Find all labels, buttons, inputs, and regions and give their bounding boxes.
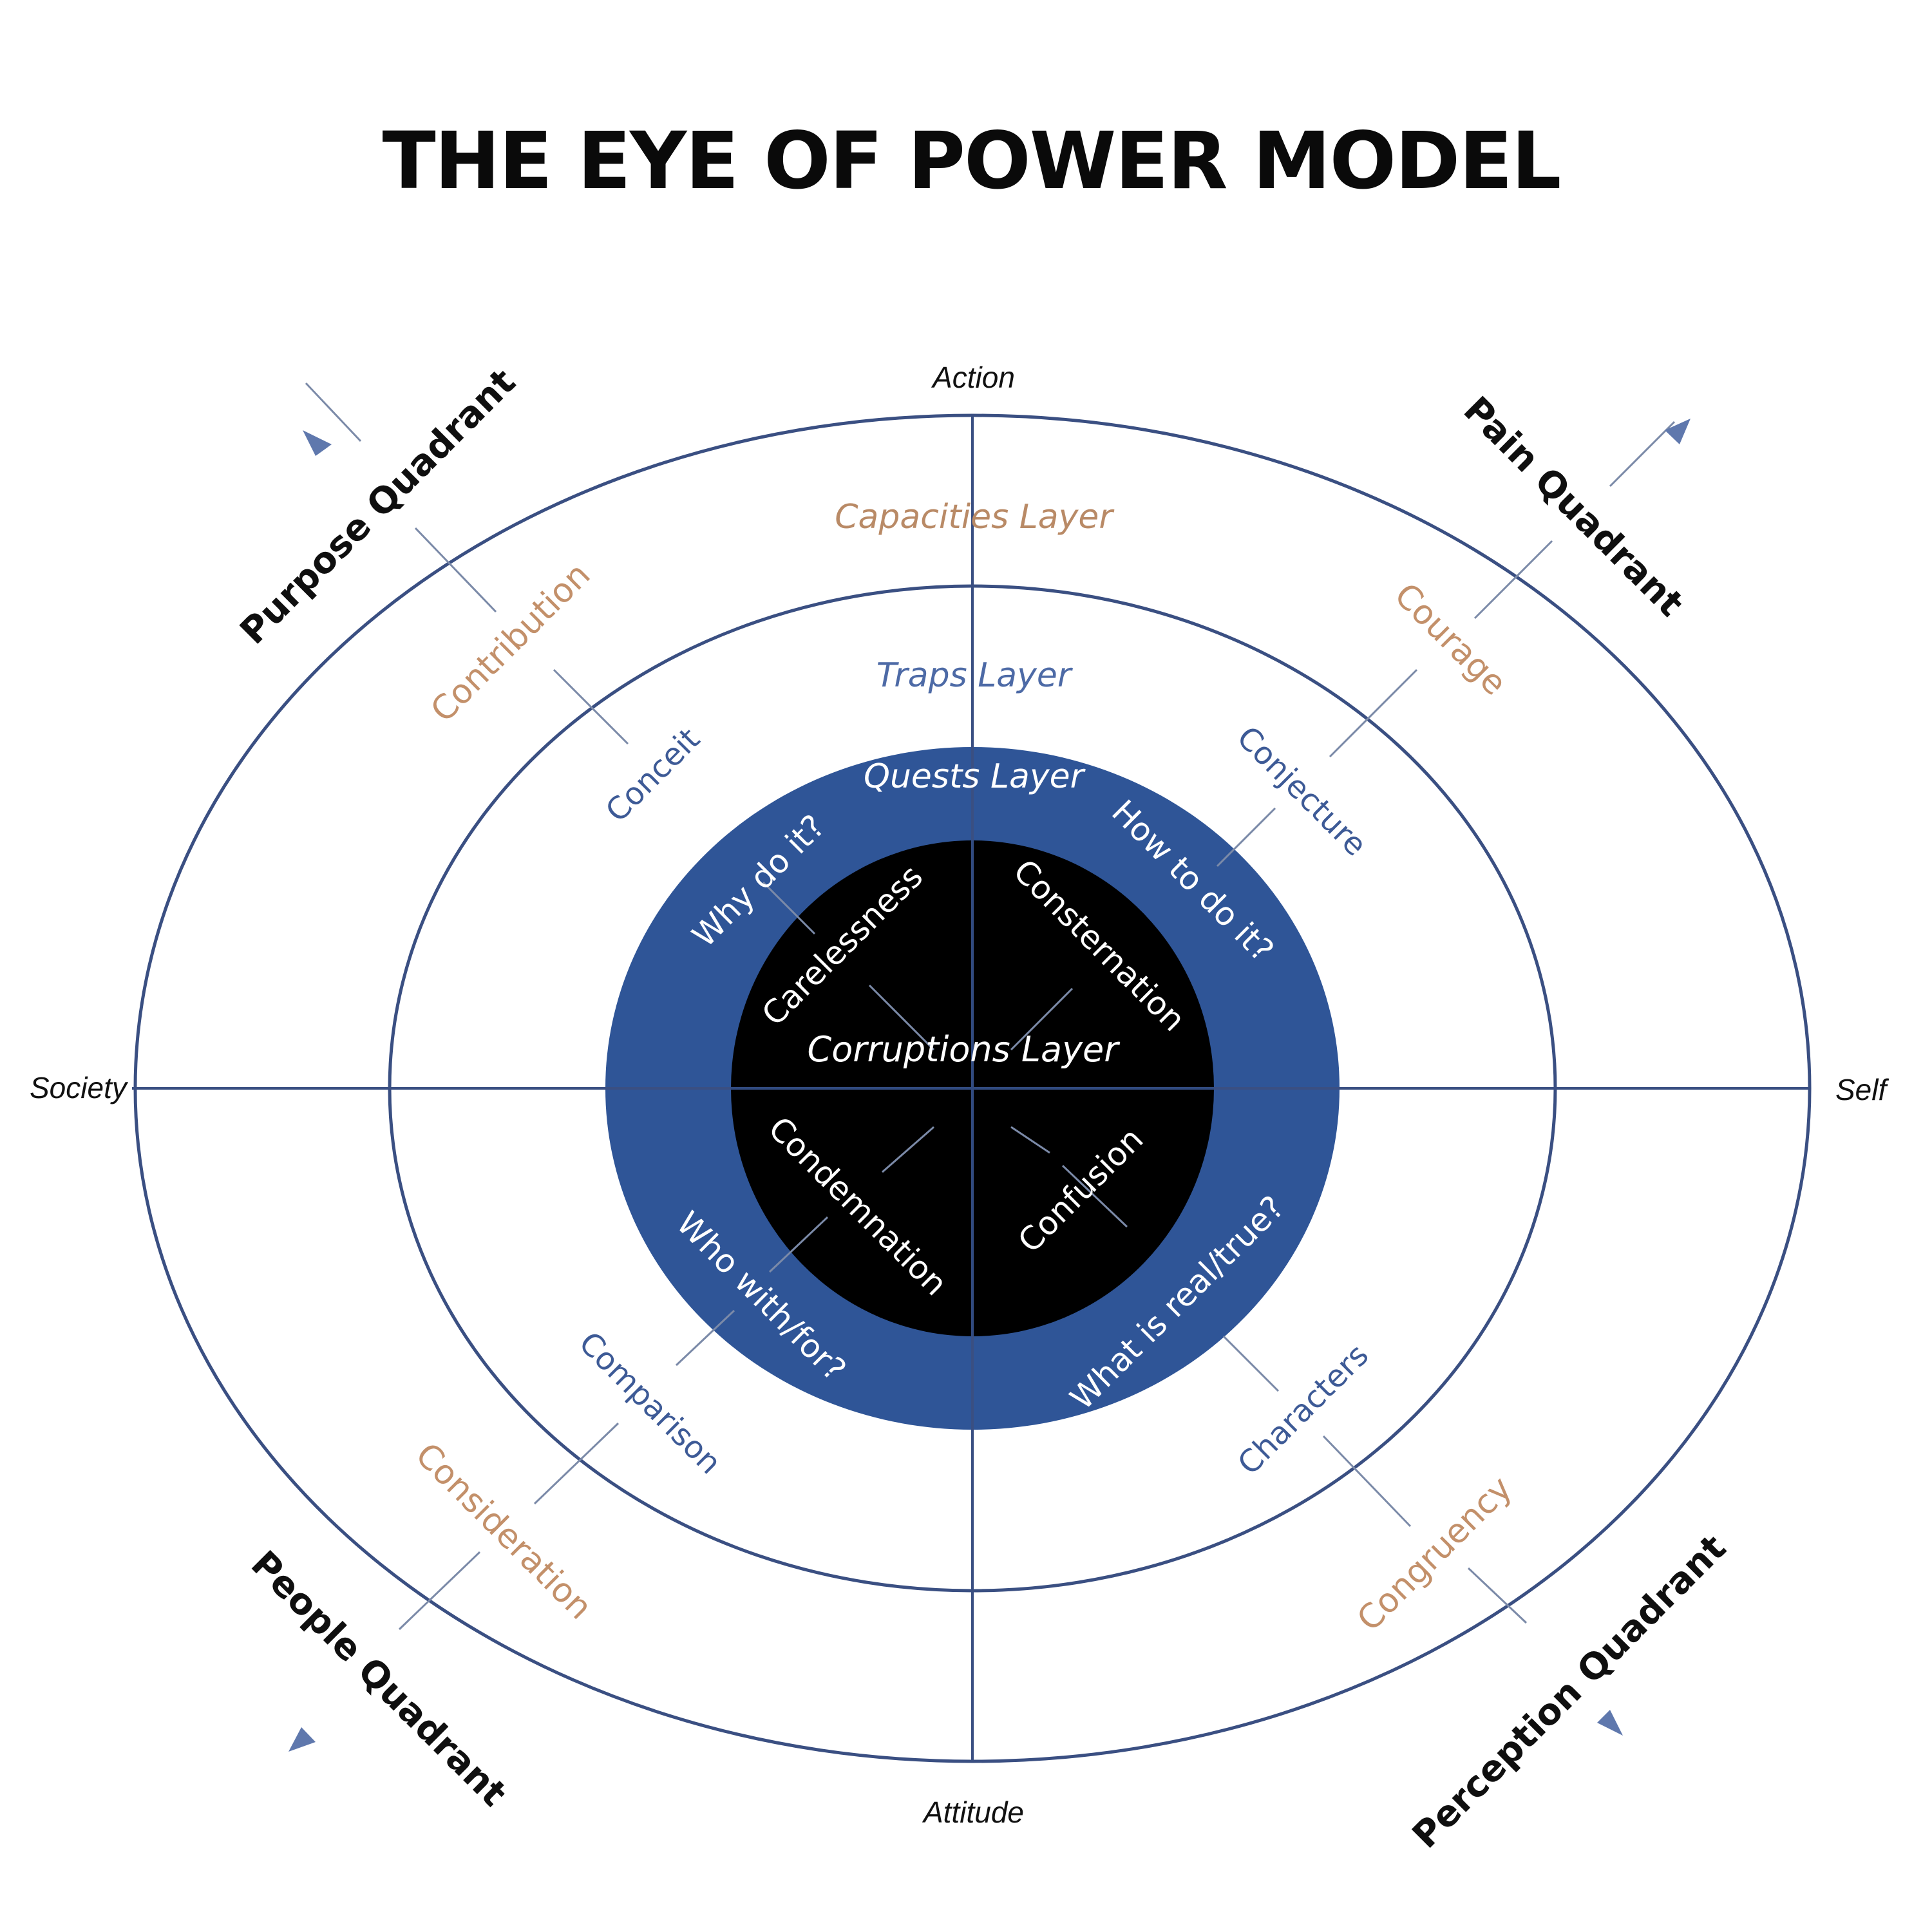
layer-title-capacities: Capacities Layer [835, 498, 1115, 536]
diag-bl-2 [533, 1422, 620, 1505]
diag-bl-3 [675, 1309, 735, 1367]
diag-bl-4 [768, 1216, 829, 1273]
diag-tr-2 [1473, 540, 1553, 620]
diagonal-connectors [305, 382, 1676, 1631]
arrow-up-left-icon [303, 430, 332, 456]
capacity-consideration: Consideration [408, 1435, 599, 1627]
diag-tr-1 [1609, 421, 1676, 488]
trap-conjecture: Conjecture [1230, 719, 1374, 863]
axis-label-attitude: Attitude [922, 1795, 1024, 1829]
trap-comparison: Comparison [572, 1325, 728, 1481]
diagonal-arrowheads [289, 419, 1690, 1752]
layer-title-quests: Quests Layer [864, 757, 1086, 796]
capacity-contribution: Contribution [424, 556, 598, 730]
diag-tl-1 [305, 382, 362, 442]
axis-label-society: Society [30, 1071, 129, 1104]
diag-tr-5 [1010, 987, 1074, 1051]
axis-label-self: Self [1835, 1073, 1889, 1106]
layer-title-corruptions: Corruptions Layer [808, 1029, 1121, 1070]
layer-title-traps: Traps Layer [876, 656, 1074, 695]
diag-tr-3 [1329, 668, 1418, 758]
diag-tl-2 [414, 527, 497, 613]
trap-conceit: Conceit [599, 721, 707, 829]
diag-tl-5 [868, 984, 935, 1051]
diag-tr-4 [1216, 807, 1276, 867]
arrow-up-right-icon [1665, 419, 1690, 444]
quadrant-label-people: People Quadrant [243, 1543, 515, 1815]
diag-br-5 [1010, 1126, 1050, 1154]
trap-characters: Characters [1231, 1337, 1376, 1482]
diag-bl-1 [398, 1551, 481, 1631]
diag-bl-5 [882, 1126, 934, 1173]
diag-br-3 [1222, 1335, 1280, 1392]
quadrant-label-perception: Perception Quadrant [1405, 1527, 1734, 1857]
diag-tl-3 [553, 668, 629, 745]
capacity-courage: Courage [1387, 576, 1514, 703]
arrow-down-right-icon [1597, 1710, 1623, 1736]
arrow-down-left-icon [289, 1727, 316, 1752]
diag-tl-4 [762, 881, 816, 935]
diag-br-1 [1467, 1567, 1528, 1624]
diag-br-4 [1061, 1164, 1128, 1228]
diag-br-2 [1322, 1435, 1412, 1528]
quadrant-label-pain: Pain Quadrant [1455, 389, 1691, 625]
page-title: THE EYE OF POWER MODEL [382, 115, 1560, 207]
axis-label-action: Action [931, 361, 1015, 394]
quadrant-label-purpose: Purpose Quadrant [232, 361, 524, 653]
